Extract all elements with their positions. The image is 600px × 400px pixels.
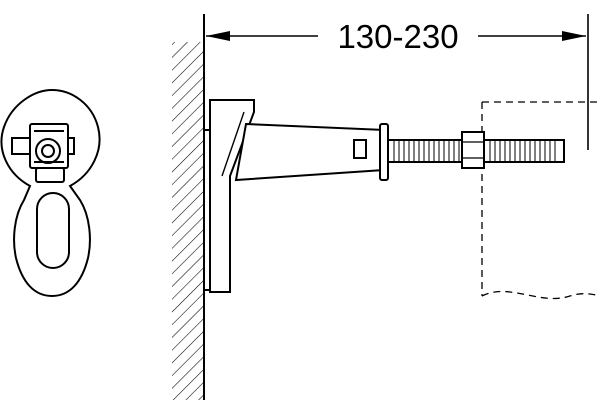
front-bolt-outer: [35, 138, 61, 164]
hex-nut: [461, 131, 485, 169]
front-slot: [36, 192, 70, 269]
side-view: [203, 99, 565, 293]
rod-threads: [393, 140, 556, 162]
dimension-arrow-left: [206, 31, 230, 41]
arm-slot: [353, 139, 367, 159]
front-foot: [35, 167, 65, 183]
frame-outline-dashed: [481, 101, 600, 300]
dimension-arrow-right: [562, 31, 586, 41]
front-bolt-inner: [41, 144, 55, 158]
dimension: [206, 14, 589, 150]
wall-hatching: [172, 42, 204, 400]
dimension-label: 130-230: [337, 18, 458, 55]
wall: [172, 14, 205, 400]
bracket-body: [209, 99, 255, 293]
washer: [379, 123, 389, 181]
front-tab-right: [67, 137, 75, 155]
front-tab-left: [11, 137, 31, 155]
bracket-inner-edge: [221, 111, 245, 177]
front-view: [0, 88, 101, 298]
